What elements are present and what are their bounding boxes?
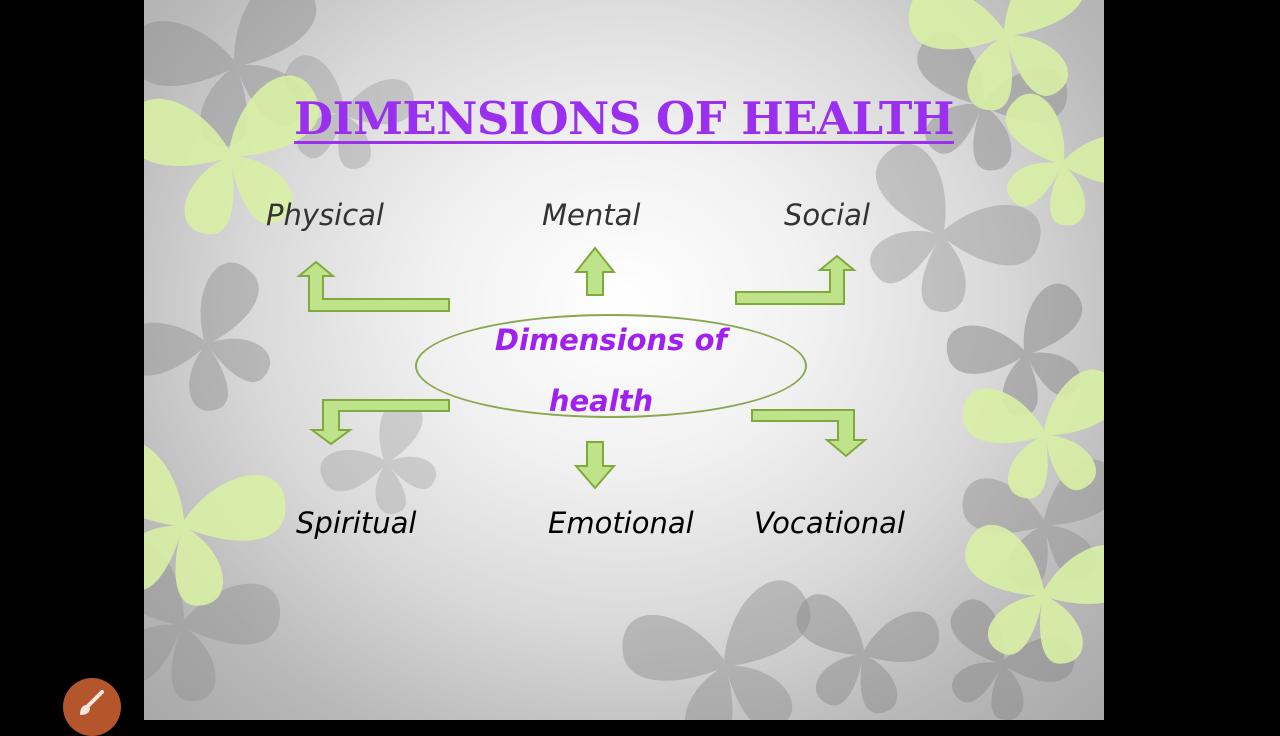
label-spiritual: Spiritual xyxy=(296,506,417,540)
slide: DIMENSIONS OF HEALTH Physical Mental Soc… xyxy=(144,0,1104,720)
arrow-vocational xyxy=(751,409,868,458)
label-vocational: Vocational xyxy=(754,506,905,540)
arrow-mental xyxy=(573,246,617,296)
paintbrush-icon xyxy=(80,690,104,715)
arrow-emotional xyxy=(573,441,617,490)
slide-title: DIMENSIONS OF HEALTH xyxy=(294,92,954,145)
label-mental: Mental xyxy=(542,198,641,232)
label-social: Social xyxy=(784,198,870,232)
center-text-line2: health xyxy=(548,384,654,418)
arrow-physical xyxy=(296,260,450,312)
center-text-line1: Dimensions of xyxy=(494,323,728,357)
label-physical: Physical xyxy=(266,198,384,232)
arrow-spiritual xyxy=(308,399,450,446)
paintbrush-tool-button[interactable] xyxy=(63,678,121,736)
center-ellipse xyxy=(415,314,807,418)
arrows xyxy=(296,246,868,490)
label-emotional: Emotional xyxy=(548,506,694,540)
arrow-social xyxy=(735,254,857,305)
